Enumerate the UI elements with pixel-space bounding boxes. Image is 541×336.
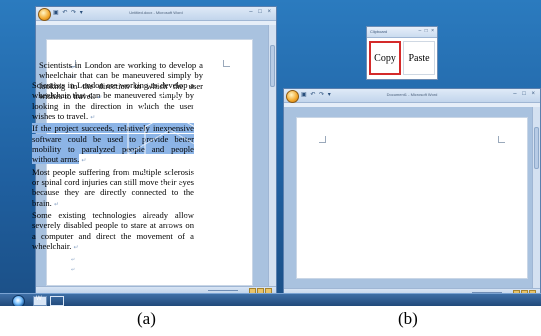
scroll-thumb-b[interactable] [534, 127, 539, 169]
paragraph-text: Scientists in London are working to deve… [32, 80, 194, 122]
margin-mark-icon [69, 60, 76, 67]
copy-button[interactable]: Copy [369, 41, 401, 75]
title-bar-b[interactable]: ▣ ↶ ↷ ▾ Document1 - Microsoft Word – □ × [284, 89, 540, 103]
taskbar: W [0, 293, 541, 306]
zoom-slider-b[interactable] [472, 292, 502, 293]
paste-button[interactable]: Paste [403, 41, 435, 75]
paragraph-mark: ↵ [71, 267, 76, 273]
vertical-scrollbar-b[interactable] [532, 107, 540, 288]
paragraph-mark: ↵ [73, 245, 79, 252]
word-window-b[interactable]: ▣ ↶ ↷ ▾ Document1 - Microsoft Word – □ × [283, 88, 541, 298]
document-text-b[interactable]: Scientists in London are working to deve… [39, 60, 203, 116]
window-title-a: Untitled.docx - Microsoft Word [129, 10, 183, 15]
windows-orb-icon[interactable] [12, 295, 25, 306]
document-page-b[interactable] [296, 117, 528, 279]
popup-controls[interactable]: – □ × [418, 28, 435, 34]
clipboard-popup[interactable]: Clipboard – □ × Copy Paste [366, 26, 438, 80]
taskbar-word-label: W [36, 296, 42, 302]
margin-mark-icon [223, 60, 230, 67]
paragraph-mark: ↵ [97, 95, 103, 102]
scroll-thumb-a[interactable] [270, 45, 275, 87]
quick-access-toolbar[interactable]: ▣ ↶ ↷ ▾ [53, 10, 84, 16]
caption-b: (b) [398, 309, 418, 328]
zoom-slider-a[interactable] [208, 290, 238, 291]
title-bar-a[interactable]: ▣ ↶ ↷ ▾ Untitled.docx - Microsoft Word –… [36, 7, 276, 21]
quick-access-toolbar[interactable]: ▣ ↶ ↷ ▾ [301, 92, 332, 98]
margin-mark-icon [319, 136, 326, 143]
window-controls-b[interactable]: – □ × [513, 91, 537, 97]
selected-text[interactable]: If the project succeeds, relatively inex… [32, 123, 194, 165]
popup-title: Clipboard [370, 29, 388, 34]
paragraph-mark: ↵ [90, 115, 96, 122]
window-title-b: Document1 - Microsoft Word [386, 92, 438, 97]
paragraph-mark: ↵ [71, 65, 76, 71]
desktop: ▣ ↶ ↷ ▾ Untitled.docx - Microsoft Word –… [0, 0, 541, 306]
paragraph-text: Most people suffering from multiple scle… [32, 166, 194, 208]
margin-mark-icon [498, 136, 505, 143]
popup-title-bar[interactable]: Clipboard – □ × [367, 27, 437, 38]
window-controls-a[interactable]: – □ × [249, 9, 273, 15]
paragraph-mark: ↵ [81, 158, 87, 165]
vertical-scrollbar-a[interactable] [268, 25, 276, 286]
taskbar-item[interactable] [50, 296, 64, 306]
caption-a: (a) [137, 309, 156, 328]
paragraph-mark: ↵ [71, 74, 76, 80]
paragraph-text: Some existing technologies already allow… [32, 210, 194, 252]
office-button-icon[interactable] [286, 90, 299, 103]
office-button-icon[interactable] [38, 8, 51, 21]
paragraph-mark: ↵ [39, 107, 45, 114]
paragraph-mark: ↵ [71, 257, 76, 263]
taskbar-word-item[interactable] [33, 296, 47, 306]
pasted-text: Scientists in London are working to deve… [39, 60, 203, 102]
paragraph-mark: ↵ [53, 201, 59, 208]
